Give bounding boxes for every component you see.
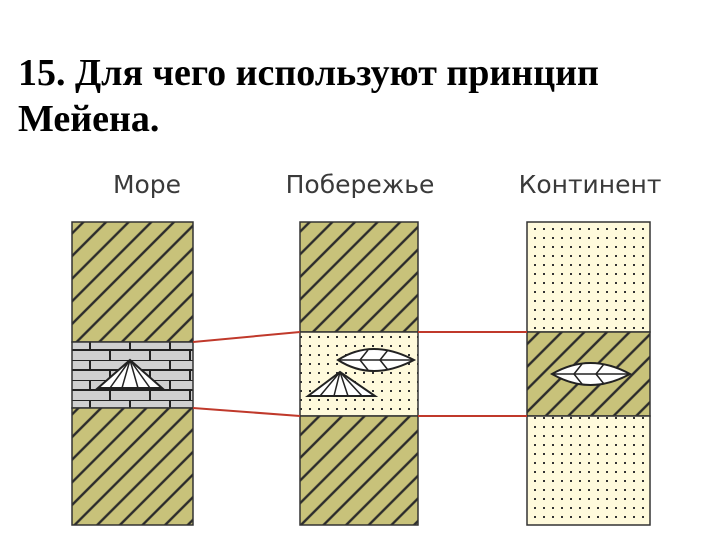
column-coast — [299, 221, 419, 526]
sea-layer-bottom-hatched — [71, 407, 194, 526]
shell-icon — [305, 370, 379, 397]
shell-icon — [95, 358, 165, 389]
coast-layer-bottom-hatched — [299, 415, 419, 526]
column-label-coast: Побережье — [285, 170, 435, 199]
slide-title: 15. Для чего используют принцип Мейена. — [18, 52, 599, 140]
continent-layer-bottom-dotted — [526, 415, 651, 526]
column-label-continent: Континент — [518, 170, 662, 199]
column-sea — [71, 221, 194, 526]
column-label-sea: Море — [112, 170, 182, 199]
leaf-icon — [550, 362, 633, 386]
column-continent — [526, 221, 651, 526]
sea-layer-top-hatched — [71, 221, 194, 343]
continent-layer-top-dotted — [526, 221, 651, 333]
coast-layer-middle-dotted — [299, 331, 419, 417]
correlation-line-lower-left — [192, 407, 301, 417]
leaf-icon — [336, 348, 417, 372]
coast-layer-top-hatched — [299, 221, 419, 333]
correlation-line-upper-left — [192, 331, 301, 343]
